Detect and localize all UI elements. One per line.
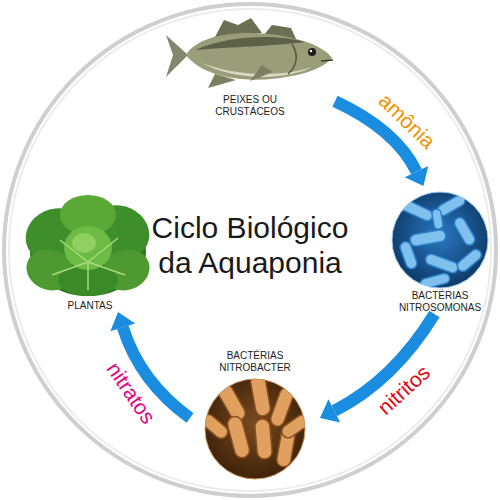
- bacteria-rod: [419, 272, 451, 289]
- node-label: PLANTAS: [40, 300, 140, 312]
- bacteria-rim: [392, 192, 488, 288]
- bacteria-rod: [431, 208, 443, 229]
- diagram-node: PLANTAS: [20, 190, 160, 312]
- fish-gill: [288, 44, 296, 74]
- bacteria-rim: [205, 379, 305, 479]
- nitrosomonas-illustration: [392, 192, 488, 290]
- edge-label: amônia: [375, 89, 440, 153]
- fish-eye-light: [310, 50, 312, 52]
- outer-ring: [4, 4, 496, 496]
- lettuce-vein: [52, 238, 125, 290]
- fish-eye: [308, 48, 316, 56]
- diagram-node: BACTÉRIAS NITROSOMONAS: [385, 186, 495, 314]
- edge-label: nitratos: [102, 358, 159, 427]
- diagram-title: Ciclo Biológico da Aquaponia: [150, 210, 350, 280]
- bacteria-rod: [254, 418, 272, 459]
- diagram-node: PEIXES OU CRUSTÁCEOS: [165, 6, 335, 118]
- fish-fin: [250, 65, 273, 81]
- fish-illustration: [166, 18, 333, 88]
- bacteria-rod: [279, 412, 311, 440]
- bacteria-rod: [399, 240, 419, 270]
- bacteria-rod: [226, 415, 251, 459]
- node-label: BACTÉRIAS NITROSOMONAS: [392, 290, 488, 314]
- fish-back: [195, 37, 305, 50]
- bacteria-rod: [399, 198, 434, 222]
- fish-fin: [208, 74, 236, 88]
- fish-mouth: [321, 60, 333, 61]
- node-label: PEIXES OU CRUSTÁCEOS: [205, 94, 295, 118]
- node-label: BACTÉRIAS NITROBACTER: [205, 350, 305, 374]
- fish-tail: [166, 35, 188, 77]
- bacteria-rod: [409, 229, 447, 247]
- diagram-node: BACTÉRIAS NITROBACTER: [190, 350, 320, 486]
- lettuce-illustration: [17, 195, 158, 297]
- bacteria-rods: [199, 373, 311, 468]
- edge-label: nitritos: [374, 361, 435, 419]
- bacteria-rod: [199, 412, 230, 441]
- bacteria-rods: [399, 193, 484, 290]
- lettuce-heart: [72, 233, 96, 253]
- nitrobacter-illustration: [199, 373, 311, 479]
- bacteria-rod: [455, 247, 484, 273]
- bacteria-disc: [392, 192, 488, 288]
- bacteria-rod: [452, 216, 477, 247]
- inner-ring: [9, 9, 491, 491]
- bacteria-rod: [424, 252, 460, 274]
